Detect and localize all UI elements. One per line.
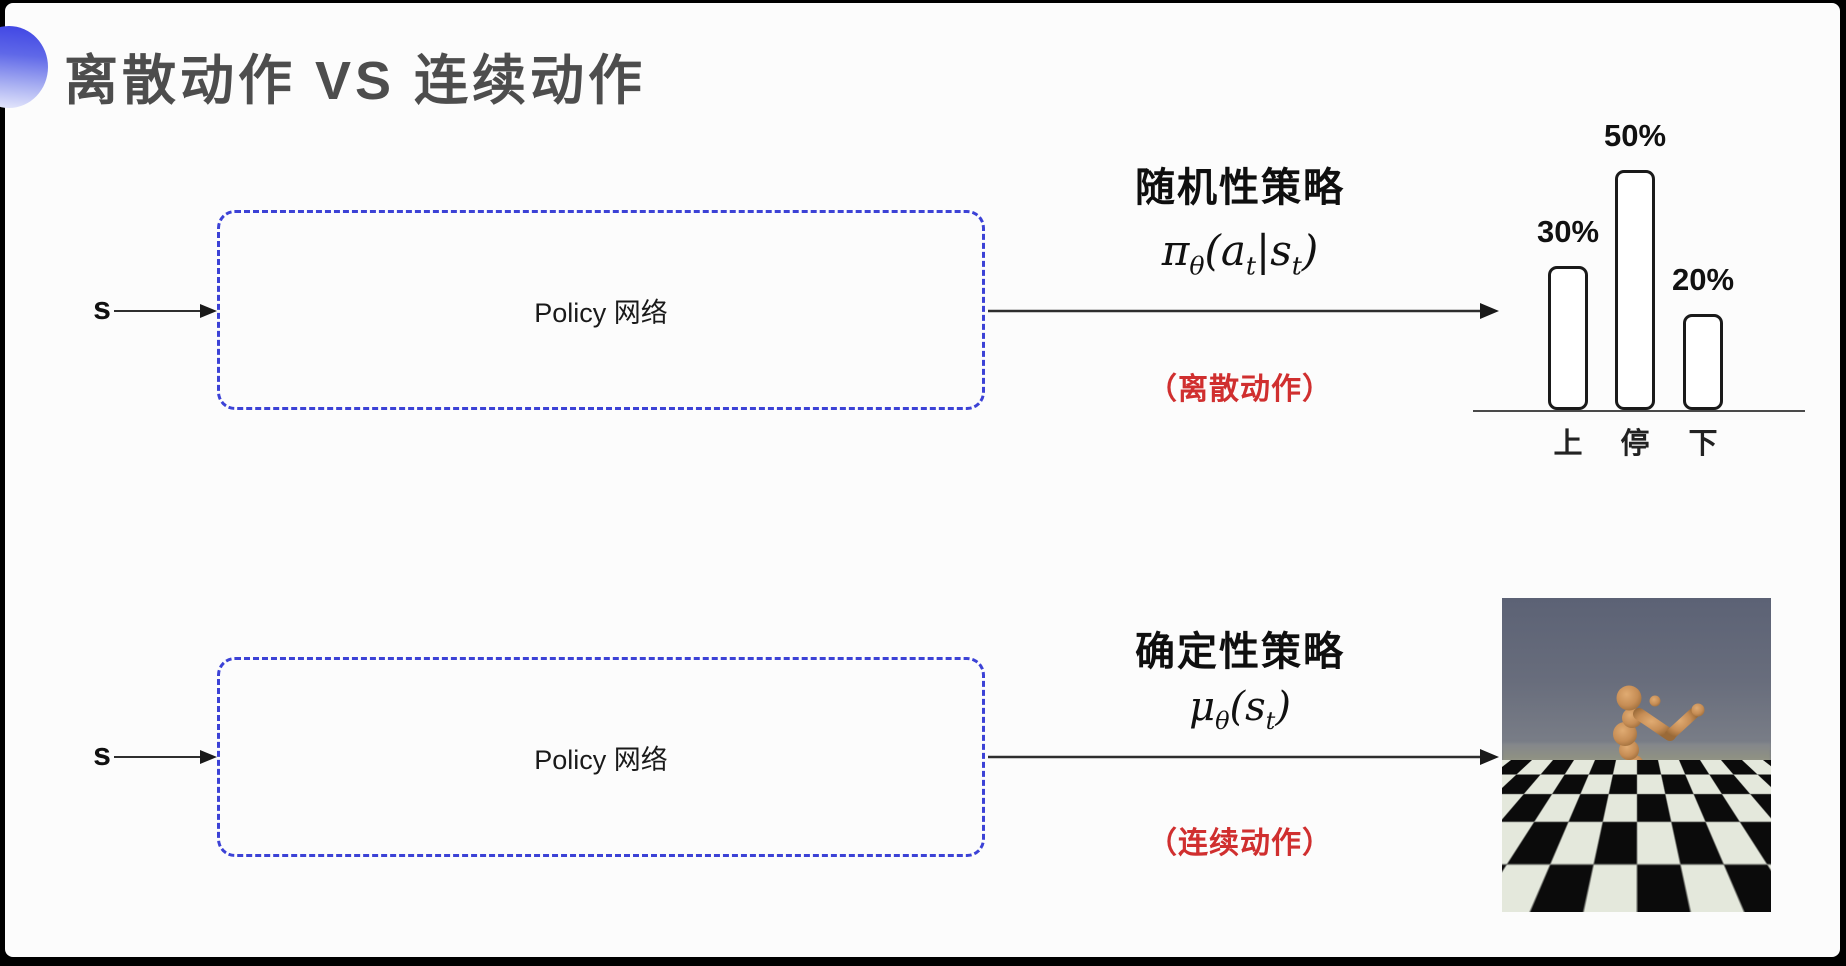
mujoco-humanoid-image xyxy=(1502,598,1771,912)
output-arrow xyxy=(988,749,1499,765)
discrete-action-note: （离散动作） xyxy=(1147,373,1333,406)
chart-category-labels: 上停下 xyxy=(1473,420,1805,460)
state-input-label: s xyxy=(93,736,111,772)
input-arrow xyxy=(114,750,217,764)
bar-chart: 30% 50% 20% xyxy=(1473,95,1805,412)
bar xyxy=(1683,314,1723,410)
sim-robot-shadow xyxy=(1594,846,1686,864)
humanoid-robot-figure xyxy=(1589,685,1705,852)
policy-network-box: Policy 网络 xyxy=(217,210,985,410)
stochastic-policy-title: 随机性策略 xyxy=(1135,166,1345,210)
page-title: 离散动作 VS 连续动作 xyxy=(64,51,647,111)
output-arrow xyxy=(988,303,1499,319)
bar xyxy=(1548,266,1588,410)
policy-network-box: Policy 网络 xyxy=(217,657,985,857)
deterministic-policy-formula: μθ(st) xyxy=(1189,684,1291,735)
chart-category-label: 停 xyxy=(1620,428,1650,460)
state-input-label: s xyxy=(93,290,111,326)
stochastic-policy-formula: πθ(at|st) xyxy=(1161,226,1319,281)
bar-value-label: 30% xyxy=(1536,214,1600,249)
continuous-action-note: （连续动作） xyxy=(1147,827,1333,860)
chart-category-label: 上 xyxy=(1553,428,1583,460)
policy-network-label: Policy 网络 xyxy=(534,297,668,328)
input-arrow xyxy=(114,304,217,318)
bar-value-label: 50% xyxy=(1603,118,1667,153)
deterministic-policy-title: 确定性策略 xyxy=(1135,630,1345,674)
chart-baseline xyxy=(1473,410,1805,412)
bar-value-label: 20% xyxy=(1671,262,1735,297)
chart-category-label: 下 xyxy=(1688,428,1718,460)
bar xyxy=(1615,170,1655,410)
policy-network-label: Policy 网络 xyxy=(534,744,668,775)
